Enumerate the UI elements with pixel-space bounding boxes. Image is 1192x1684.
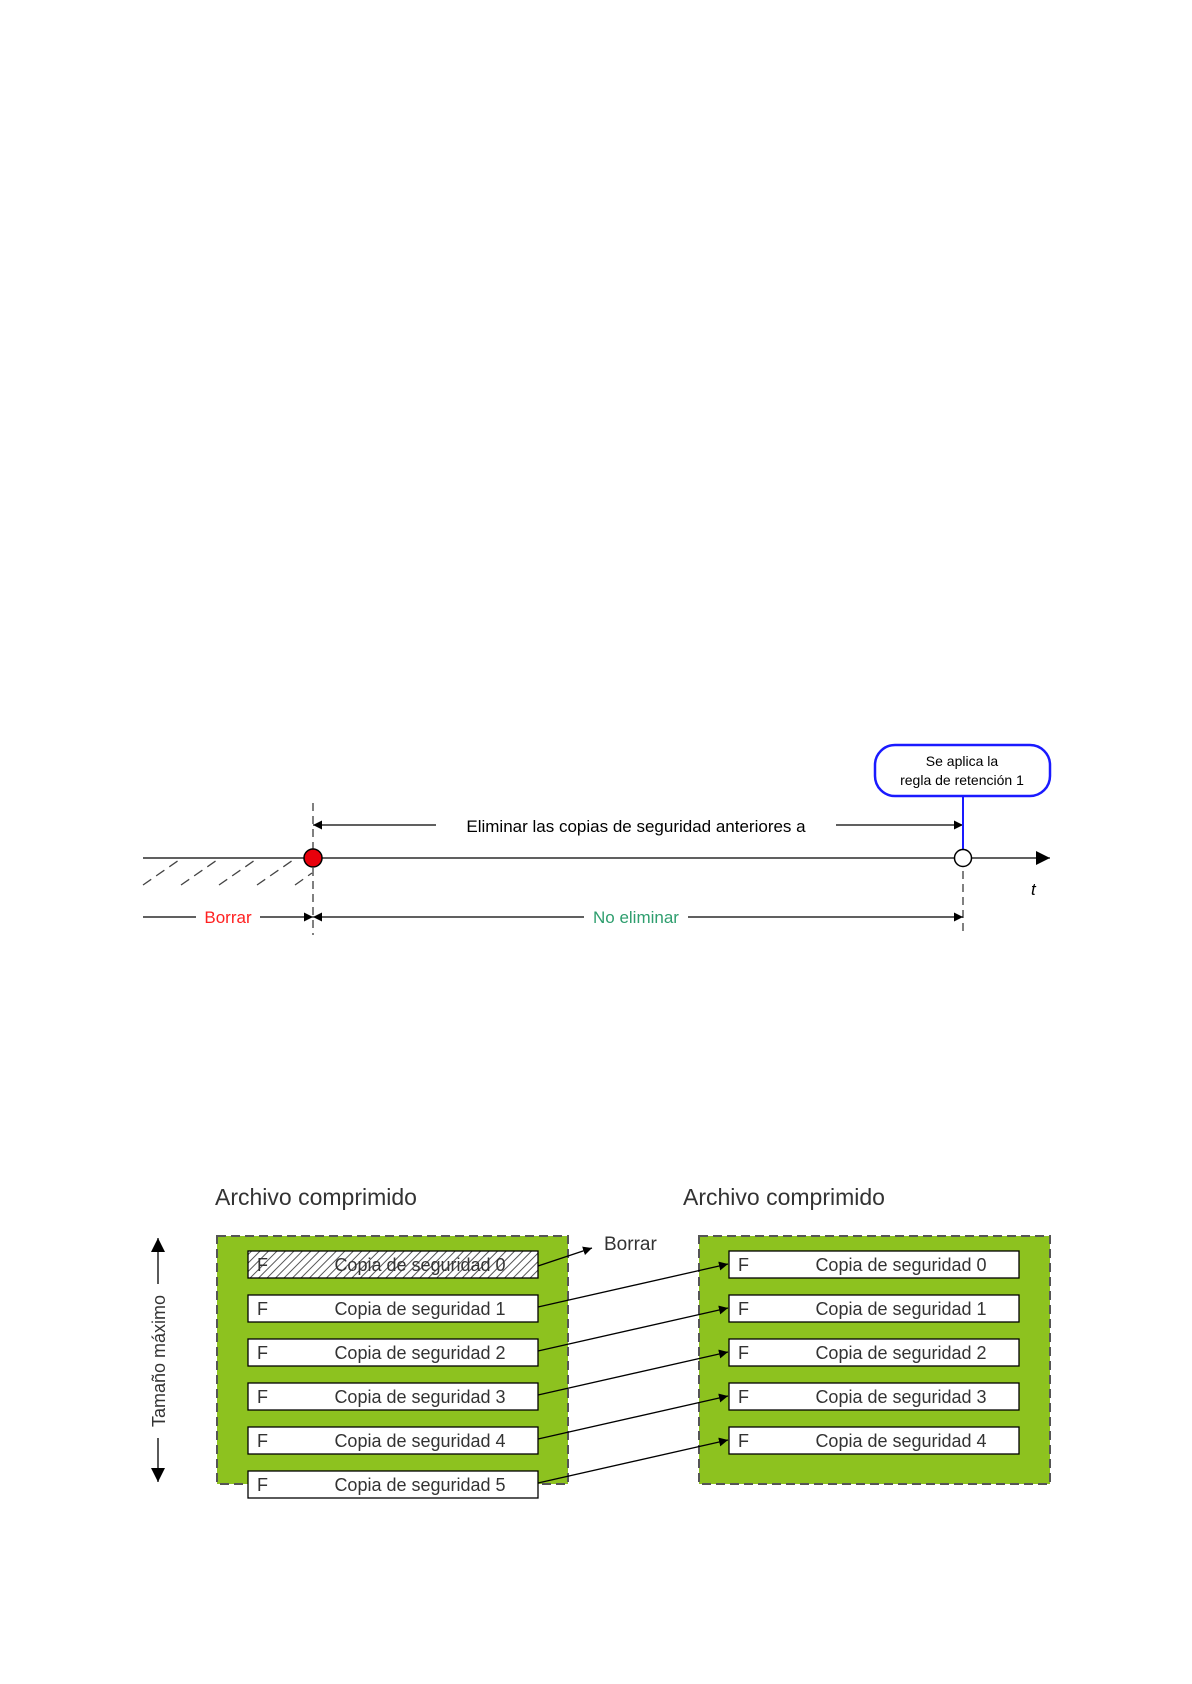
backup-label: Copia de seguridad 0 [815, 1255, 986, 1275]
callout-box [873, 743, 1052, 798]
backup-type-tag: F [257, 1431, 268, 1451]
backup-label: Copia de seguridad 4 [815, 1431, 986, 1451]
backup-item: F Copia de seguridad 0 [247, 1250, 539, 1279]
backup-type-tag: F [257, 1387, 268, 1407]
move-arrow [537, 1393, 729, 1440]
backup-box [728, 1426, 1020, 1455]
backup-box [247, 1382, 539, 1411]
backup-box [728, 1294, 1020, 1323]
backup-type-tag: F [738, 1387, 749, 1407]
backup-box [247, 1338, 539, 1367]
move-arrow [537, 1305, 729, 1352]
callout-line-2: regla de retención 1 [900, 772, 1024, 788]
rule-point [953, 848, 973, 868]
backup-type-tag: F [738, 1255, 749, 1275]
backup-item: F Copia de seguridad 1 [247, 1294, 539, 1323]
deleted-point [303, 848, 323, 868]
backup-label: Copia de seguridad 3 [815, 1387, 986, 1407]
backup-type-tag: F [257, 1475, 268, 1495]
callout-line-1: Se aplica la [926, 753, 999, 769]
backup-item: F Copia de seguridad 4 [728, 1426, 1020, 1455]
delete-label: Borrar [604, 1234, 657, 1255]
backup-item: F Copia de seguridad 4 [247, 1426, 539, 1455]
archive-diagram: Archivo comprimido Archivo comprimido Ta… [148, 1184, 1051, 1499]
timeline-diagram: t Eliminar las copias de seguridad anter… [142, 743, 1052, 935]
backup-item: F Copia de seguridad 2 [728, 1338, 1020, 1367]
backup-box [728, 1338, 1020, 1367]
delete-range-label: Borrar [204, 908, 252, 927]
backup-box [728, 1382, 1020, 1411]
backup-label: Copia de seguridad 5 [334, 1475, 505, 1495]
backup-item: F Copia de seguridad 3 [247, 1382, 539, 1411]
move-arrow [537, 1261, 729, 1308]
backup-item: F Copia de seguridad 2 [247, 1338, 539, 1367]
backup-box [247, 1426, 539, 1455]
backup-box [247, 1294, 539, 1323]
backup-label: Copia de seguridad 0 [334, 1255, 505, 1275]
delete-arrow [537, 1246, 593, 1267]
backup-label: Copia de seguridad 3 [334, 1387, 505, 1407]
deleted-backup-box [247, 1250, 539, 1279]
backup-label: Copia de seguridad 2 [334, 1343, 505, 1363]
backup-label: Copia de seguridad 1 [815, 1299, 986, 1319]
move-arrows [537, 1261, 729, 1484]
hatched-past-region [142, 857, 313, 886]
backup-item: F Copia de seguridad 0 [728, 1250, 1020, 1279]
right-archive-items: F Copia de seguridad 0 F Copia de seguridad… [728, 1250, 1020, 1455]
backup-item: F Copia de seguridad 3 [728, 1382, 1020, 1411]
left-archive-title: Archivo comprimido [215, 1184, 417, 1210]
left-archive-items: F Copia de seguridad 0 F Copia de seguridad… [247, 1250, 539, 1499]
backup-box [728, 1250, 1020, 1279]
backup-type-tag: F [257, 1299, 268, 1319]
move-arrow [537, 1437, 729, 1484]
max-size-label: Tamaño máximo [149, 1295, 169, 1427]
backup-item: F Copia de seguridad 1 [728, 1294, 1020, 1323]
backup-label: Copia de seguridad 4 [334, 1431, 505, 1451]
move-arrow [537, 1349, 729, 1396]
backup-box [247, 1470, 539, 1499]
right-archive-title: Archivo comprimido [683, 1184, 885, 1210]
backup-type-tag: F [257, 1343, 268, 1363]
axis-label-t: t [1031, 880, 1037, 899]
backup-label: Copia de seguridad 1 [334, 1299, 505, 1319]
backup-type-tag: F [257, 1255, 268, 1275]
backup-label: Copia de seguridad 2 [815, 1343, 986, 1363]
span-label: Eliminar las copias de seguridad anterio… [466, 817, 806, 836]
backup-item: F Copia de seguridad 5 [247, 1470, 539, 1499]
keep-range-label: No eliminar [593, 908, 679, 927]
backup-type-tag: F [738, 1299, 749, 1319]
backup-type-tag: F [738, 1343, 749, 1363]
backup-type-tag: F [738, 1431, 749, 1451]
